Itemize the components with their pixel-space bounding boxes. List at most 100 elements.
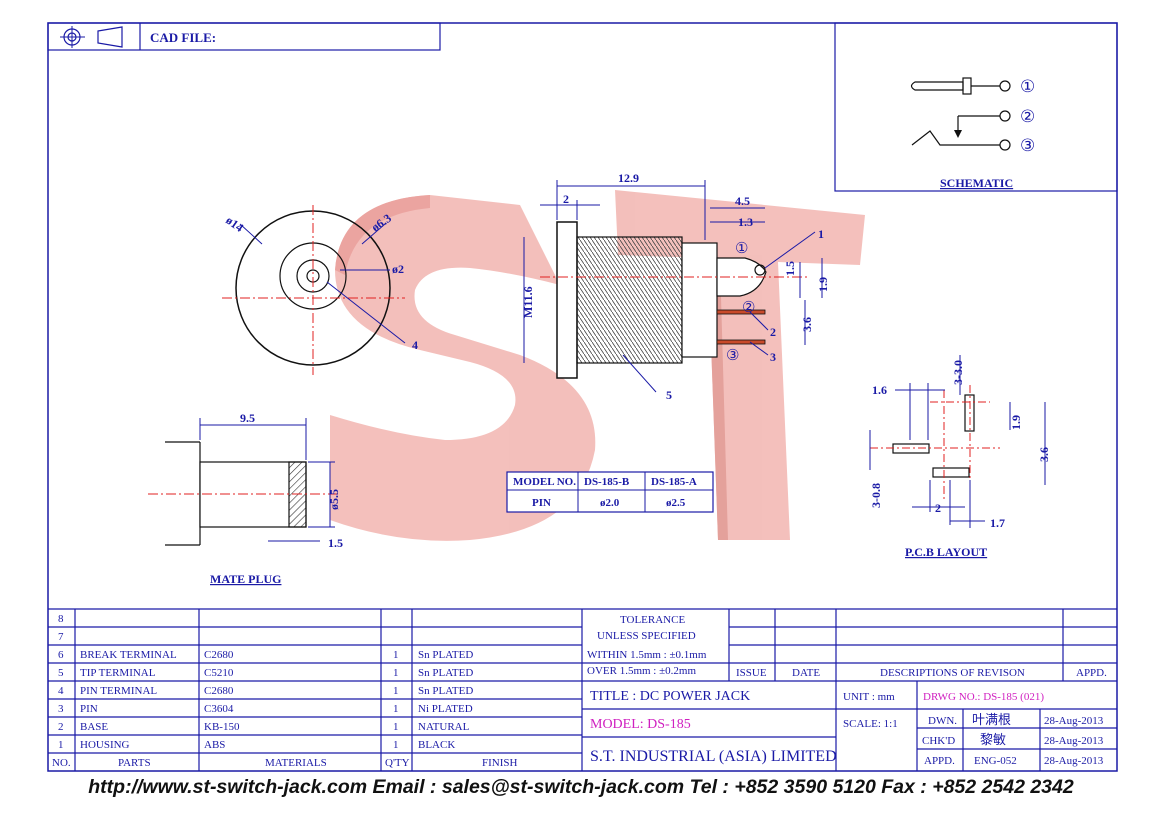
dim-c: 1.5 [783, 261, 797, 276]
side-view: 12.9 2 4.5 1.3 M11.6 1.5 1.9 3.6 1 2 3 5… [521, 171, 830, 402]
pcb-d1: 1.6 [872, 383, 887, 397]
model-cell-2: ø2.5 [666, 497, 686, 509]
callout-5: 5 [666, 388, 672, 402]
scale-label: SCALE: 1:1 [843, 718, 898, 730]
parts-row-qty: 1 [393, 703, 399, 715]
parts-row-qty: 1 [393, 685, 399, 697]
tolerance-sub: UNLESS SPECIFIED [597, 630, 696, 642]
contact-footer: http://www.st-switch-jack.com Email : sa… [88, 776, 1074, 798]
parts-header-part: PARTS [118, 757, 151, 769]
side-pin-2: ② [742, 300, 755, 316]
schematic-box: ① ② ③ SCHEMATIC [834, 22, 1118, 192]
parts-row-no: 4 [58, 685, 64, 697]
model-cell-0: PIN [532, 497, 551, 509]
plug-dim-step: 1.5 [328, 536, 343, 550]
dim-length: 12.9 [618, 171, 639, 185]
title-block-text: TOLERANCE UNLESS SPECIFIED WITHIN 1.5mm … [587, 614, 1107, 767]
issue-label: ISSUE [736, 667, 767, 679]
title-block-grid [582, 609, 1117, 771]
appd-name: ENG-052 [974, 755, 1017, 767]
dwn-date: 28-Aug-2013 [1044, 715, 1104, 727]
parts-row-part: TIP TERMINAL [80, 667, 156, 679]
dim-b: 1.3 [738, 215, 753, 229]
model-cell-1: ø2.0 [600, 497, 620, 509]
tolerance-title: TOLERANCE [620, 614, 685, 626]
descriptions-label: DESCRIPTIONS OF REVISON [880, 667, 1025, 679]
appd-label: APPD. [924, 755, 955, 767]
parts-row-part: BREAK TERMINAL [80, 649, 177, 661]
side-pin-3: ③ [726, 348, 739, 364]
parts-row-material: C3604 [204, 703, 234, 715]
parts-header: NO. PARTS MATERIALS Q'TY FINISH [52, 757, 518, 769]
pcb-d2: 3-3.0 [951, 360, 965, 385]
model-header-0: MODEL NO. [513, 476, 576, 488]
unit-label: UNIT : mm [843, 691, 895, 703]
dim-flange: 2 [563, 192, 569, 206]
chkd-name: 黎敏 [980, 732, 1006, 747]
dim-d: 1.9 [816, 277, 830, 292]
appd-date: 28-Aug-2013 [1044, 755, 1104, 767]
pcb-d6: 2 [935, 501, 941, 515]
parts-row-finish: Sn PLATED [418, 649, 473, 661]
schematic-pin-2: ② [1020, 107, 1035, 126]
plug-dim-length: 9.5 [240, 411, 255, 425]
parts-row-material: C2680 [204, 649, 234, 661]
parts-table [48, 608, 1117, 771]
callout-1: 1 [818, 227, 824, 241]
parts-row-part: HOUSING [80, 739, 130, 751]
mate-plug: 9.5 ø5.5 1.5 MATE PLUG [148, 411, 343, 586]
parts-row-no: 3 [58, 703, 64, 715]
appd-col-label: APPD. [1076, 667, 1107, 679]
parts-row-qty: 1 [393, 667, 399, 679]
parts-row-no: 5 [58, 667, 64, 679]
dwn-label: DWN. [928, 715, 957, 727]
tolerance-over: OVER 1.5mm : ±0.2mm [587, 665, 696, 677]
projection-symbol-icon [60, 26, 123, 48]
plug-dim-dia: ø5.5 [327, 489, 341, 510]
parts-row-part: PIN TERMINAL [80, 685, 157, 697]
dim-e: 3.6 [800, 317, 814, 332]
callout-2: 2 [770, 325, 776, 339]
parts-row-qty: 1 [393, 739, 399, 751]
callout-3: 3 [770, 350, 776, 364]
parts-row-no: 2 [58, 721, 64, 733]
pcb-d5: 3-0.8 [869, 483, 883, 508]
pcb-d4: 3.6 [1037, 447, 1051, 462]
drawing-number: DRWG NO.: DS-185 (021) [923, 691, 1044, 703]
model-table: MODEL NO. DS-185-B DS-185-A PIN ø2.0 ø2.… [506, 471, 714, 513]
pcb-layout-title: P.C.B LAYOUT [905, 545, 987, 559]
parts-row-no: 7 [58, 631, 64, 643]
chkd-label: CHK'D [922, 735, 955, 747]
parts-row-part: BASE [80, 721, 108, 733]
dwn-name: 叶满根 [972, 712, 1011, 727]
chkd-date: 28-Aug-2013 [1044, 735, 1104, 747]
parts-row-finish: NATURAL [418, 721, 470, 733]
parts-header-qty: Q'TY [385, 757, 410, 769]
model-header-1: DS-185-B [584, 476, 630, 488]
mate-plug-title: MATE PLUG [210, 572, 281, 586]
model-header-2: DS-185-A [651, 476, 697, 488]
company-name: S.T. INDUSTRIAL (ASIA) LIMITED [590, 748, 837, 765]
parts-header-material: MATERIALS [265, 757, 327, 769]
callout-4: 4 [412, 338, 418, 352]
parts-row-material: KB-150 [204, 721, 240, 733]
dim-a: 4.5 [735, 194, 750, 208]
parts-row-finish: BLACK [418, 739, 455, 751]
dim-dia-outer: ø14 [223, 213, 246, 235]
header-box: CAD FILE: [47, 22, 441, 51]
parts-row-no: 1 [58, 739, 64, 751]
parts-row-finish: Sn PLATED [418, 667, 473, 679]
pcb-layout: 1.6 3-3.0 1.9 3.6 3-0.8 2 1.7 P.C.B LAYO… [869, 355, 1051, 559]
parts-row-material: ABS [204, 739, 225, 751]
dim-thread: M11.6 [521, 286, 535, 318]
dim-dia-pin: ø2 [392, 262, 404, 276]
parts-row-material: C5210 [204, 667, 234, 679]
model-label: MODEL: DS-185 [590, 717, 691, 732]
tolerance-within: WITHIN 1.5mm : ±0.1mm [587, 649, 707, 661]
parts-row-qty: 1 [393, 649, 399, 661]
parts-row-finish: Ni PLATED [418, 703, 473, 715]
cad-file-label: CAD FILE: [150, 30, 216, 45]
pcb-d7: 1.7 [990, 516, 1005, 530]
